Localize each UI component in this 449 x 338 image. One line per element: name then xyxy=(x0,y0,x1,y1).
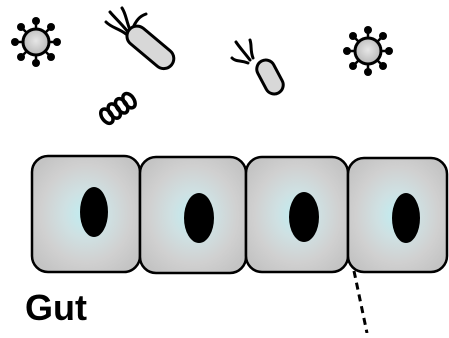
virus-icon xyxy=(11,17,61,67)
spirochete-icon xyxy=(98,91,137,125)
nucleus-icon xyxy=(80,187,108,237)
flagellated-bacterium-icon xyxy=(232,40,286,97)
nucleus-icon xyxy=(184,193,214,243)
dashed-pointer-line xyxy=(354,271,367,333)
nucleus-icon xyxy=(289,192,319,242)
epithelial-cell-icon xyxy=(348,158,447,272)
flagellated-bacterium-icon xyxy=(106,8,178,73)
virus-icon xyxy=(343,26,393,76)
nucleus-icon xyxy=(392,193,420,243)
epithelial-cell-icon xyxy=(32,156,140,272)
epithelial-cell-icon xyxy=(246,157,348,272)
gut-label: Gut xyxy=(25,288,87,328)
epithelial-layer xyxy=(32,156,447,273)
epithelial-cell-icon xyxy=(140,157,246,273)
